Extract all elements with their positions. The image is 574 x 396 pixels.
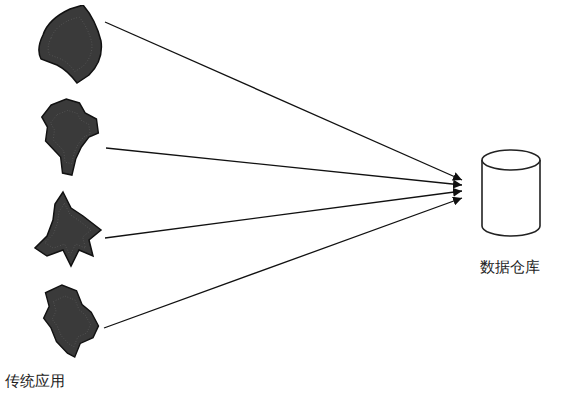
flow-arrow — [105, 191, 462, 238]
legacy-app-shape — [35, 5, 105, 85]
blob-outline — [35, 5, 105, 85]
flow-arrow — [106, 148, 462, 185]
legacy-app-shape: 传统应用 — [4, 283, 104, 393]
flow-arrow — [105, 22, 462, 180]
blob-outline — [38, 97, 104, 177]
legacy-app-shape — [33, 190, 105, 270]
database-cylinder: 数据仓库 — [462, 148, 558, 283]
blob-outline — [40, 283, 104, 361]
blob-outline — [33, 190, 103, 270]
store-label: 数据仓库 — [479, 258, 541, 276]
legacy-app-shape — [38, 97, 106, 177]
group-label: 传统应用 — [4, 372, 66, 390]
cylinder-outline — [480, 148, 542, 238]
flow-arrow — [104, 198, 462, 328]
